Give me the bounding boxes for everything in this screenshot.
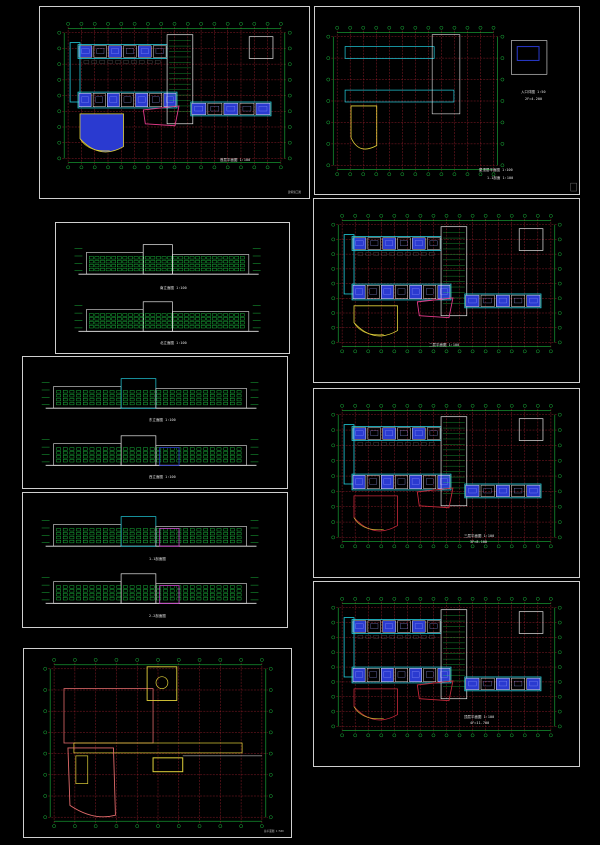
sheet-fourth-floor-plan[interactable]: 顶层平面图 1:100 4F=11.700 (313, 581, 580, 767)
elevation-drawing (41, 378, 259, 409)
ground-floor-plan-drawing (57, 22, 292, 170)
upper-section-title: 1-1剖面图 (149, 557, 166, 561)
sheet-title: 屋顶层平面图 1:100 (479, 168, 513, 172)
detail-subtitle: 2F=4.200 (525, 97, 543, 101)
sheet-title: 顶层平面图 1:100 (464, 715, 495, 719)
elevations-b-drawing (41, 378, 259, 466)
roof-outline (344, 34, 577, 192)
roof-plan-drawing (326, 25, 577, 192)
sheet-roof-plan[interactable]: 入口详图 1:50 2F=4.200 屋顶层平面图 1:100 1-1剖面 1:… (314, 6, 580, 195)
elevation-drawing (41, 516, 259, 547)
detail-title: 入口详图 1:50 (521, 90, 546, 94)
elevations-a-drawing (74, 244, 261, 332)
sheet-subtitle: 3F=8.100 (470, 540, 488, 544)
sheet-title: 首层平面图 1:100 (220, 158, 251, 162)
elevations-c-drawing (41, 516, 259, 604)
axis-grid (331, 404, 562, 549)
floor-plan-walls (343, 609, 544, 721)
elevation-drawing (41, 435, 259, 466)
elevation-drawing (74, 244, 261, 275)
upper-elevation-title: 南立面图 1:100 (160, 286, 187, 290)
sheet-elevations-a[interactable]: 南立面图 1:100 北立面图 1:100 (55, 222, 290, 354)
lower-elevation-title: 西立面图 1:100 (149, 475, 176, 479)
second-floor-plan-drawing (331, 214, 562, 354)
sheet-subtitle: 1-1剖面 1:100 (487, 176, 514, 180)
elevation-drawing (74, 301, 261, 332)
lower-elevation-title: 北立面图 1:100 (160, 341, 187, 345)
title-block: 建筑施工图 (288, 191, 301, 194)
sheet-title: 三层平面图 1:100 (464, 534, 495, 538)
floor-plan-walls (343, 226, 544, 337)
site-buildings (63, 666, 262, 818)
sheet-site-plan[interactable]: 总平面图 1:500 (23, 648, 292, 838)
sheet-title: 二层平面图 1:100 (429, 343, 460, 347)
upper-elevation-title: 东立面图 1:100 (149, 418, 176, 422)
lower-section-title: 2-2剖面图 (149, 614, 166, 618)
site-plan-drawing (43, 658, 273, 828)
axis-grid (326, 25, 505, 176)
floor-plan-walls (343, 416, 544, 532)
sheet-second-floor-plan[interactable]: 二层平面图 1:100 (313, 198, 580, 383)
axis-grid (331, 214, 562, 354)
third-floor-plan-drawing (331, 404, 562, 549)
sheet-third-floor-plan[interactable]: 三层平面图 1:100 3F=8.100 (313, 388, 580, 578)
axis-grid (43, 658, 273, 828)
sheet-elevations-b[interactable]: 东立面图 1:100 西立面图 1:100 (22, 356, 288, 489)
fourth-floor-plan-drawing (331, 597, 562, 738)
sheet-title: 总平面图 1:500 (264, 830, 284, 833)
sheet-ground-floor-plan[interactable]: 首层平面图 1:100 建筑施工图 (39, 6, 310, 199)
sheet-subtitle: 4F=11.700 (470, 721, 490, 725)
elevation-drawing (41, 573, 259, 604)
floor-plan-walls (69, 34, 274, 153)
sheet-elevations-c[interactable]: 1-1剖面图 2-2剖面图 (22, 492, 288, 628)
